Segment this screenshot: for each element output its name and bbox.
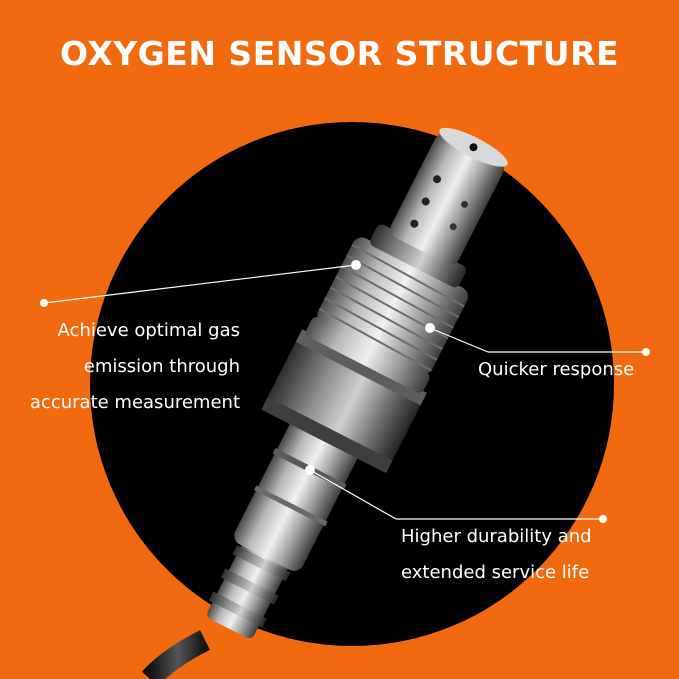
sensor-body bbox=[207, 127, 508, 639]
callout-dot-durability-anchor bbox=[305, 465, 315, 475]
callout-line-gas bbox=[43, 264, 357, 304]
callout-quicker-response: Quicker response bbox=[478, 352, 634, 388]
callout-dot-response-anchor bbox=[425, 323, 435, 333]
callout-line-durability bbox=[309, 469, 397, 520]
callout-dot-response-end bbox=[642, 348, 650, 356]
callout-durability-line-1: Higher durability and bbox=[401, 526, 592, 547]
callout-durability: Higher durability and extended service l… bbox=[401, 519, 592, 591]
callout-gas-line-2: emission through bbox=[83, 356, 240, 377]
callout-response-text: Quicker response bbox=[478, 359, 635, 380]
sensor-cable bbox=[141, 630, 210, 679]
callout-line-response bbox=[429, 327, 489, 353]
callout-gas-emission: Achieve optimal gas emission through acc… bbox=[0, 313, 240, 421]
page-title: OXYGEN SENSOR STRUCTURE bbox=[59, 34, 620, 73]
callout-dot-gas-anchor bbox=[351, 260, 361, 270]
callout-gas-line-3: accurate measurement bbox=[29, 392, 240, 413]
callout-dot-gas-end bbox=[40, 299, 48, 307]
callout-gas-line-1: Achieve optimal gas bbox=[57, 320, 240, 341]
callout-durability-line-2: extended service life bbox=[401, 562, 590, 583]
callout-dot-durability-end bbox=[599, 515, 607, 523]
